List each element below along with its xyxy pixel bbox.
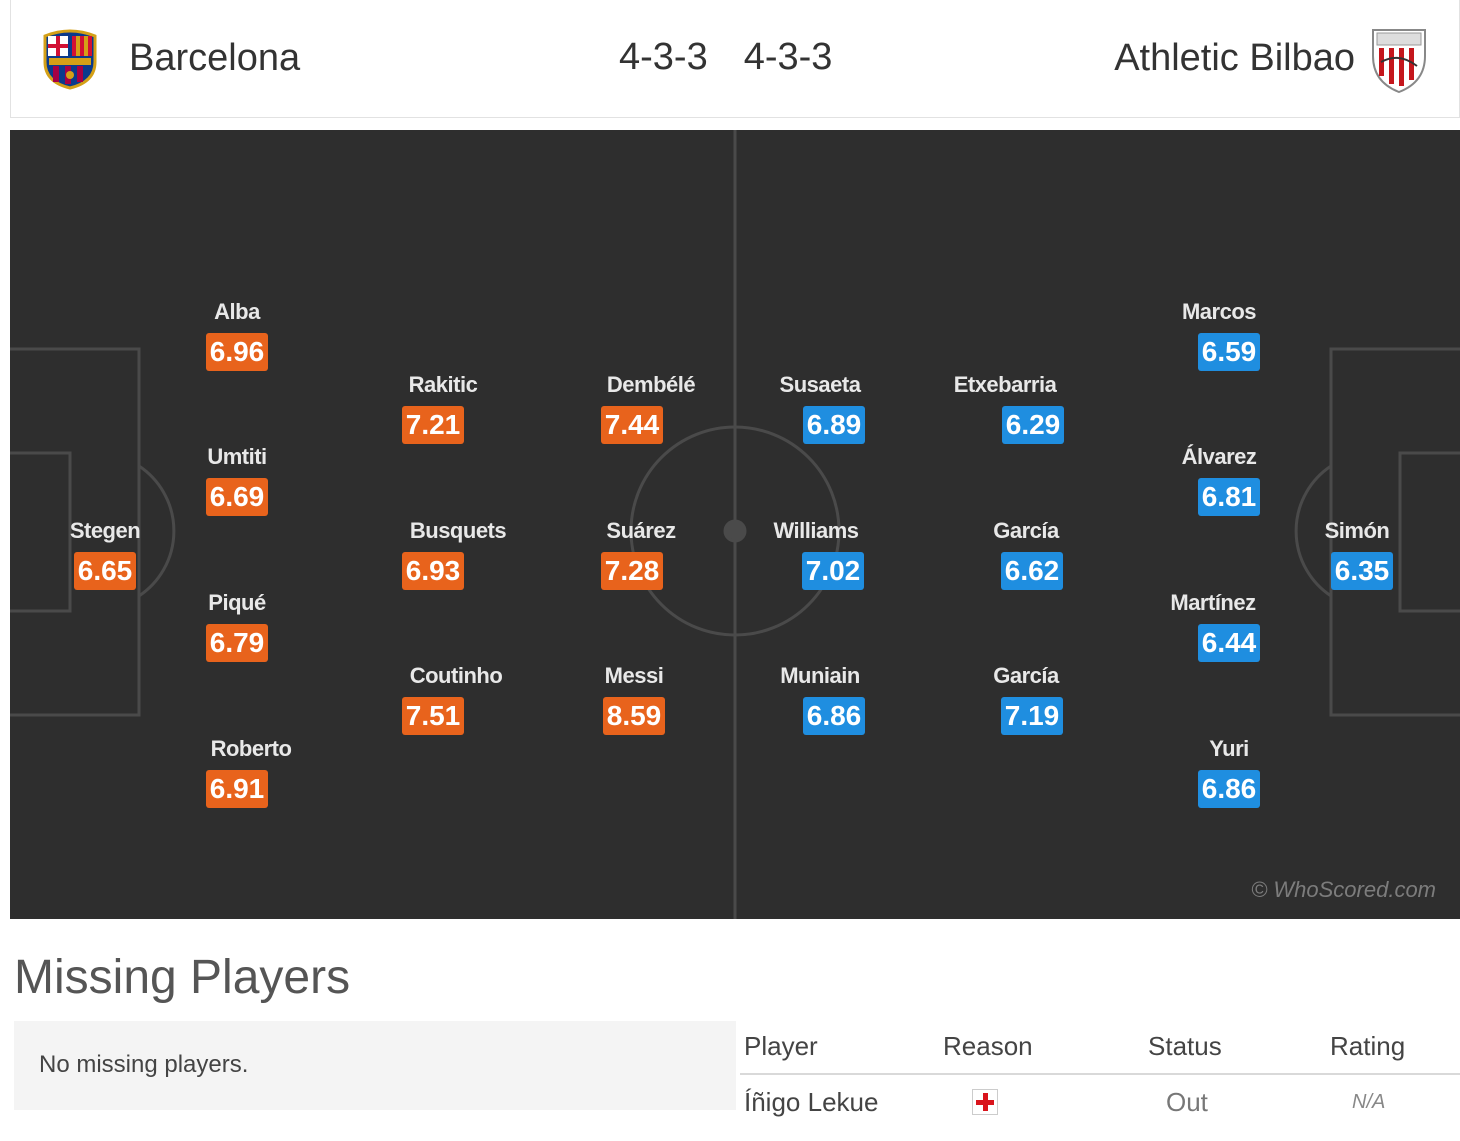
column-header-reason[interactable]: Reason xyxy=(943,1031,1033,1061)
player-name: García xyxy=(993,518,1059,543)
player-coutinho[interactable]: Coutinho 7.51 xyxy=(386,663,526,735)
player-rating: 6.35 xyxy=(1330,552,1394,590)
player-garcia-2[interactable]: García 7.19 xyxy=(956,663,1096,735)
player-garcia-1[interactable]: García 6.62 xyxy=(956,518,1096,590)
player-yuri[interactable]: Yuri 6.86 xyxy=(1159,736,1299,808)
table-header: Player Reason Status Rating xyxy=(740,1021,1460,1075)
player-name: Piqué xyxy=(208,590,266,615)
player-rating: 6.65 xyxy=(73,552,137,590)
player-rating: 6.29 xyxy=(1001,406,1065,444)
pitch-lines xyxy=(10,130,1460,919)
player-rating: 6.96 xyxy=(205,333,269,371)
player-name: Williams xyxy=(773,518,859,543)
player-suarez[interactable]: Suárez 7.28 xyxy=(571,518,711,590)
away-team[interactable]: Athletic Bilbao xyxy=(1114,22,1429,94)
player-name: Alba xyxy=(214,299,260,324)
player-etxebarria[interactable]: Etxebarria 6.29 xyxy=(935,372,1075,444)
player-name: Dembélé xyxy=(606,372,696,397)
player-name: Umtiti xyxy=(207,444,267,469)
no-missing-message: No missing players. xyxy=(39,1051,249,1078)
athletic-bilbao-crest-icon xyxy=(1372,29,1426,94)
player-name: Muniain xyxy=(780,663,860,688)
missing-player-status: Out xyxy=(1166,1087,1208,1117)
player-rating: 6.93 xyxy=(401,552,465,590)
player-rating: 7.51 xyxy=(401,697,465,735)
match-header: Barcelona 4-3-3 4-3-3 Athletic Bilbao xyxy=(10,0,1460,118)
player-name: Susaeta xyxy=(779,372,861,397)
player-busquets[interactable]: Busquets 6.93 xyxy=(388,518,528,590)
watermark: © WhoScored.com xyxy=(1251,877,1436,902)
player-rating: 6.86 xyxy=(802,697,866,735)
formations: 4-3-3 4-3-3 xyxy=(619,36,832,79)
player-dembele[interactable]: Dembélé 7.44 xyxy=(581,372,721,444)
player-rating: 7.19 xyxy=(1000,697,1064,735)
missing-player-rating: N/A xyxy=(1352,1091,1386,1113)
home-missing-panel: No missing players. xyxy=(14,1021,736,1110)
player-name: García xyxy=(993,663,1059,688)
away-formation: 4-3-3 xyxy=(743,36,833,78)
player-umtiti[interactable]: Umtiti 6.69 xyxy=(167,444,307,516)
table-row: Íñigo Lekue Out N/A xyxy=(740,1075,1460,1127)
missing-players-title: Missing Players xyxy=(14,951,351,1004)
missing-player-name[interactable]: Íñigo Lekue xyxy=(744,1087,879,1117)
player-name: Coutinho xyxy=(409,663,503,688)
player-name: Yuri xyxy=(1209,736,1249,761)
away-missing-table: Player Reason Status Rating Íñigo Lekue … xyxy=(740,1021,1460,1127)
away-team-name: Athletic Bilbao xyxy=(1114,36,1355,79)
player-rating: 6.81 xyxy=(1197,478,1261,516)
player-rakitic[interactable]: Rakitic 7.21 xyxy=(373,372,513,444)
player-rating: 6.44 xyxy=(1197,624,1261,662)
player-rating: 7.28 xyxy=(600,552,664,590)
player-rating: 6.91 xyxy=(205,770,269,808)
player-stegen[interactable]: Stegen 6.65 xyxy=(35,518,175,590)
player-rating: 7.02 xyxy=(801,552,865,590)
player-name: Simón xyxy=(1324,518,1390,543)
player-marcos[interactable]: Marcos 6.59 xyxy=(1149,299,1289,371)
player-rating: 7.21 xyxy=(401,406,465,444)
player-name: Etxebarria xyxy=(953,372,1057,397)
player-rating: 7.44 xyxy=(600,406,664,444)
player-rating: 6.59 xyxy=(1197,333,1261,371)
player-simon[interactable]: Simón 6.35 xyxy=(1287,518,1427,590)
player-name: Roberto xyxy=(210,736,292,761)
home-team-name: Barcelona xyxy=(129,36,301,79)
player-messi[interactable]: Messi 8.59 xyxy=(564,663,704,735)
home-team[interactable]: Barcelona xyxy=(39,26,300,90)
player-name: Rakitic xyxy=(408,372,478,397)
player-pique[interactable]: Piqué 6.79 xyxy=(167,590,307,662)
player-martinez[interactable]: Martínez 6.44 xyxy=(1143,590,1283,662)
player-name: Messi xyxy=(604,663,664,688)
player-alvarez[interactable]: Álvarez 6.81 xyxy=(1149,444,1289,516)
player-name: Stegen xyxy=(69,518,141,543)
player-rating: 8.59 xyxy=(602,697,666,735)
player-rating: 6.62 xyxy=(1000,552,1064,590)
player-name: Suárez xyxy=(606,518,676,543)
player-name: Busquets xyxy=(409,518,507,543)
barcelona-crest-icon xyxy=(43,29,97,90)
player-williams[interactable]: Williams 7.02 xyxy=(746,518,886,590)
player-rating: 6.86 xyxy=(1197,770,1261,808)
player-name: Martínez xyxy=(1170,590,1256,615)
player-rating: 6.69 xyxy=(205,478,269,516)
player-rating: 6.79 xyxy=(205,624,269,662)
column-header-player[interactable]: Player xyxy=(744,1031,818,1061)
pitch: Stegen 6.65 Alba 6.96 Umtiti 6.69 Piqué … xyxy=(10,130,1460,919)
column-header-rating[interactable]: Rating xyxy=(1330,1031,1406,1061)
column-header-status[interactable]: Status xyxy=(1148,1031,1222,1061)
player-muniain[interactable]: Muniain 6.86 xyxy=(750,663,890,735)
player-name: Álvarez xyxy=(1181,444,1257,469)
player-roberto[interactable]: Roberto 6.91 xyxy=(181,736,321,808)
player-susaeta[interactable]: Susaeta 6.89 xyxy=(750,372,890,444)
injury-icon xyxy=(972,1089,998,1115)
player-alba[interactable]: Alba 6.96 xyxy=(167,299,307,371)
home-formation: 4-3-3 xyxy=(619,36,708,78)
player-rating: 6.89 xyxy=(802,406,866,444)
player-name: Marcos xyxy=(1181,299,1257,324)
